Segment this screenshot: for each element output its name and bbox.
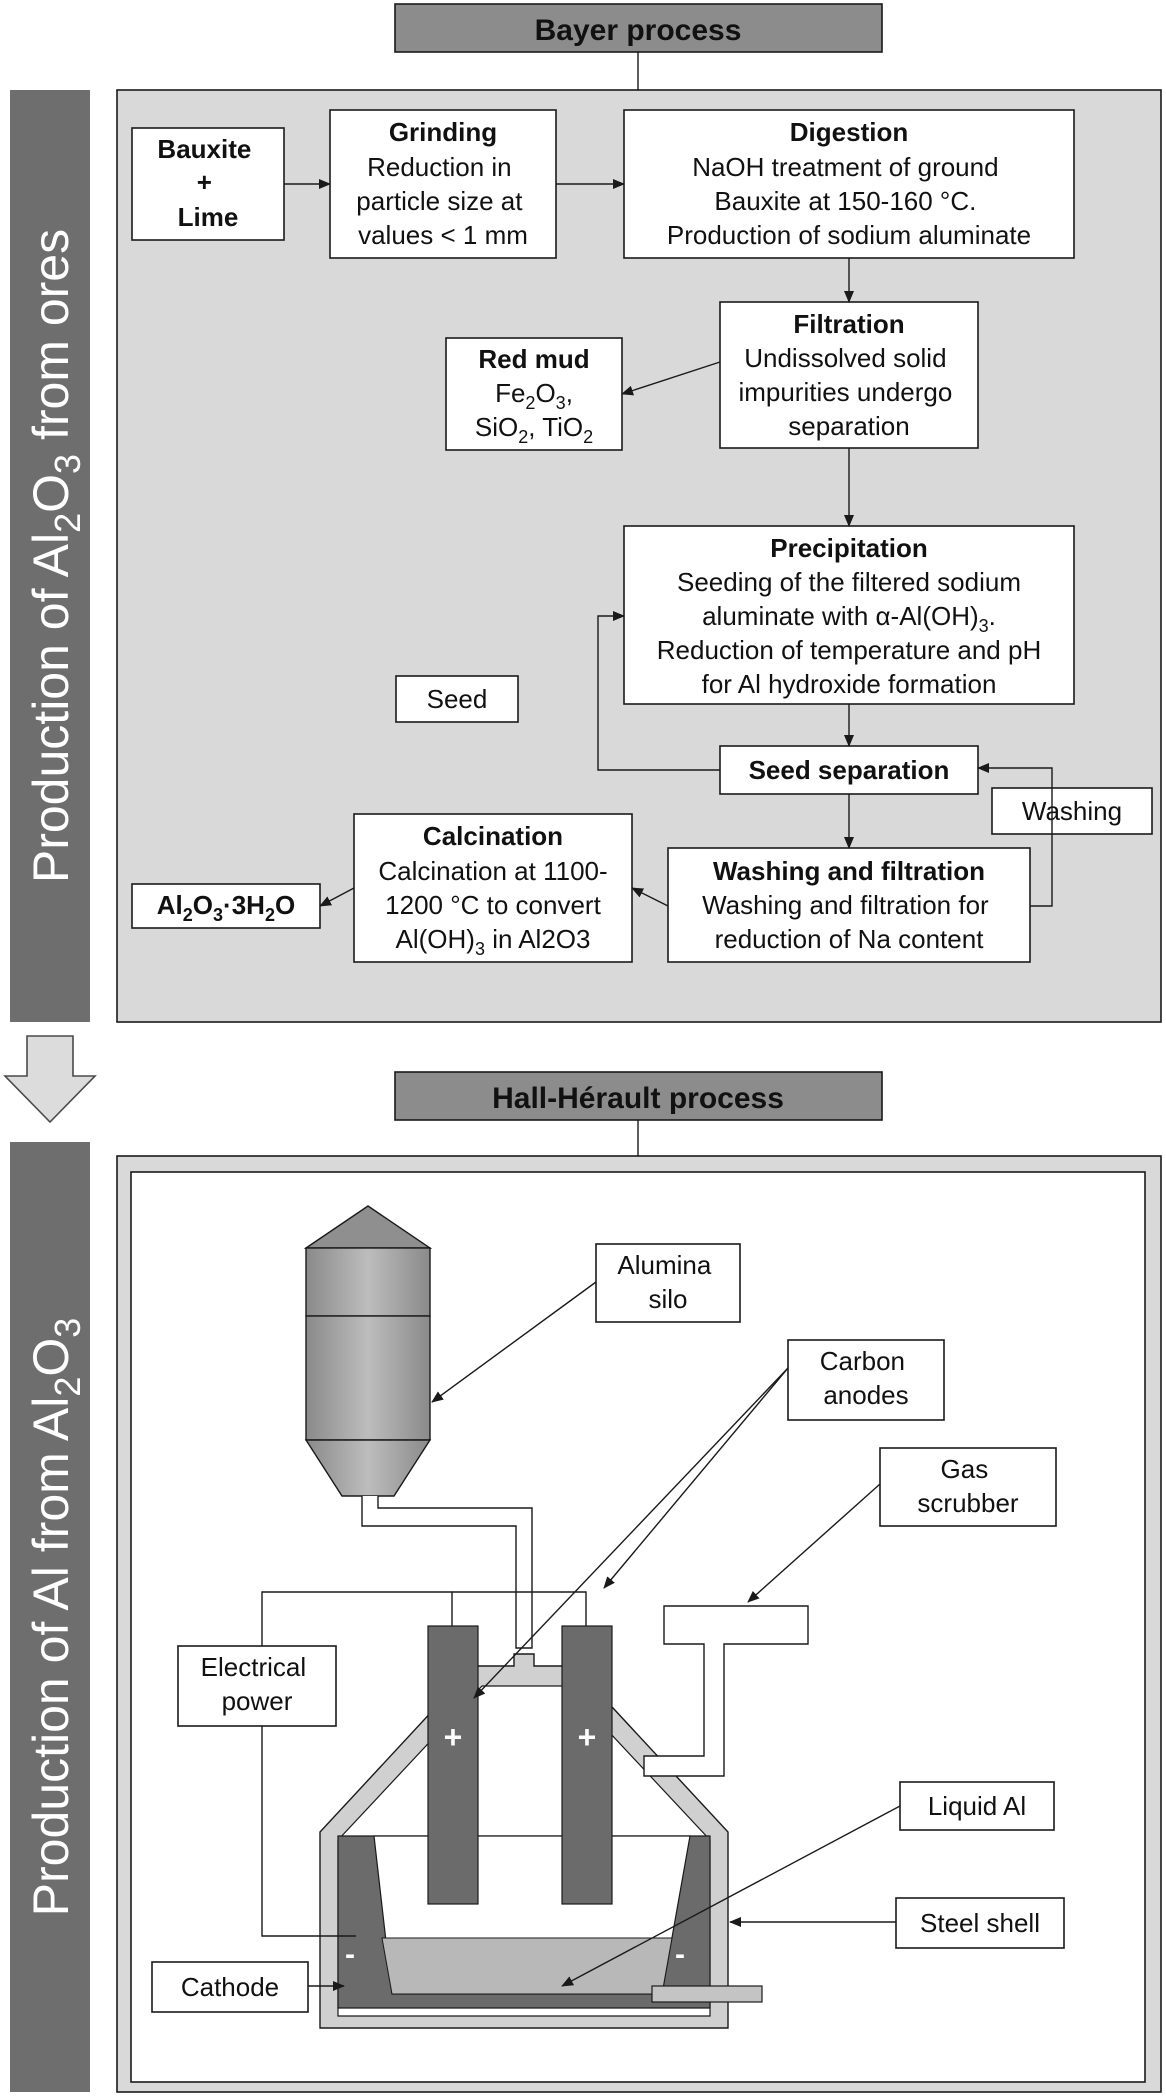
bayer-header-box bbox=[394, 3, 883, 53]
hall-header: Hall-Hérault process bbox=[492, 1082, 784, 1115]
filtration-text: Undissolved solid impurities undergo sep… bbox=[738, 343, 959, 441]
arrow-gas-scrubber bbox=[747, 1483, 881, 1603]
silo-hopper bbox=[304, 1439, 432, 1497]
arrow-carbon-anode-right bbox=[603, 1367, 789, 1589]
gas-scrubber-box bbox=[879, 1447, 1057, 1527]
calcination-text-1: Calcination at 1100- bbox=[378, 856, 607, 886]
electrical-power-box bbox=[177, 1645, 337, 1727]
seed-label: Seed bbox=[427, 684, 488, 714]
wire-top-right bbox=[452, 1591, 587, 1626]
arrow-carbon-anode-left bbox=[473, 1367, 789, 1699]
hall-side-label: Production of Al from Al2O3 bbox=[23, 1318, 88, 1917]
alumina-silo-box bbox=[595, 1243, 741, 1323]
red-mud-title: Red mud bbox=[478, 344, 589, 374]
red-mud-sio2-tio2: SiO2, TiO2 bbox=[475, 412, 593, 447]
precipitation-text-4: for Al hydroxide formation bbox=[702, 669, 997, 699]
silo-body-lower bbox=[305, 1315, 431, 1441]
anode-right bbox=[561, 1625, 613, 1905]
anode-right-sign: + bbox=[578, 1719, 597, 1755]
cathode-label: Cathode bbox=[181, 1972, 279, 2002]
bayer-header: Bayer process bbox=[535, 14, 742, 47]
washing-filtration-text: Washing and filtration for reduction of … bbox=[702, 890, 996, 954]
bauxite-lime-label: Bauxite + Lime bbox=[157, 134, 258, 232]
cathode-right-sign: - bbox=[675, 1938, 685, 1971]
washing-box bbox=[991, 787, 1153, 835]
silo-body-upper bbox=[305, 1247, 431, 1317]
filtration-box bbox=[719, 301, 979, 449]
bayer-side-bar bbox=[10, 90, 90, 1022]
alumina-silo-label: Alumina silo bbox=[617, 1250, 718, 1314]
steel-shell-label: Steel shell bbox=[920, 1908, 1040, 1938]
tap-pipe bbox=[651, 1985, 763, 2003]
washing-filtration-title: Washing and filtration bbox=[713, 856, 985, 886]
feed-pipe bbox=[361, 1496, 533, 1649]
cathode-left-sign: - bbox=[345, 1938, 355, 1971]
precipitation-text-2: aluminate with α-Al(OH)3. bbox=[702, 601, 996, 636]
precipitation-text-1: Seeding of the filtered sodium bbox=[677, 567, 1021, 597]
gas-duct bbox=[643, 1605, 809, 1777]
carbon-anodes-box bbox=[787, 1339, 945, 1421]
red-mud-box bbox=[445, 337, 623, 451]
electrical-power-label: Electrical power bbox=[201, 1652, 314, 1716]
grinding-title: Grinding bbox=[389, 117, 497, 147]
arrow-seed-recycle bbox=[597, 611, 720, 771]
liquid-al-label: Liquid Al bbox=[928, 1791, 1026, 1821]
arrow-liquid-al bbox=[561, 1805, 901, 1987]
seed-box bbox=[395, 675, 519, 723]
section-down-arrow bbox=[3, 1035, 97, 1124]
calcination-text-3: Al(OH)3 in Al2O3 bbox=[396, 924, 591, 959]
hall-header-box bbox=[394, 1071, 883, 1121]
filtration-title: Filtration bbox=[793, 309, 904, 339]
washing-label: Washing bbox=[1022, 796, 1122, 826]
digestion-box bbox=[623, 109, 1075, 259]
hall-side-bar bbox=[10, 1142, 90, 2092]
arrow-alumina-silo bbox=[431, 1281, 597, 1403]
grinding-box bbox=[329, 109, 557, 259]
precipitation-box bbox=[623, 525, 1075, 705]
red-mud-fe2o3: Fe2O3, bbox=[495, 378, 573, 413]
calcination-text-2: 1200 °C to convert bbox=[385, 890, 601, 920]
product-label: Al2O3·3H2O bbox=[157, 890, 295, 925]
precipitation-text-3: Reduction of temperature and pH bbox=[657, 635, 1041, 665]
carbon-anodes-label: Carbon anodes bbox=[820, 1346, 913, 1410]
digestion-text: NaOH treatment of ground Bauxite at 150-… bbox=[667, 152, 1031, 250]
arrow-washfilt-calcination bbox=[631, 887, 669, 907]
calcination-title: Calcination bbox=[423, 821, 563, 851]
washing-filtration-box bbox=[667, 847, 1031, 963]
bauxite-lime-box bbox=[131, 127, 285, 241]
steel-shell-box bbox=[895, 1897, 1065, 1949]
grinding-text: Reduction in particle size at values < 1… bbox=[356, 152, 529, 250]
cathode-box bbox=[151, 1961, 309, 2013]
liquid-al-bath bbox=[381, 1937, 673, 1995]
digestion-title: Digestion bbox=[790, 117, 908, 147]
wire-top bbox=[261, 1591, 453, 1937]
product-box bbox=[131, 883, 321, 929]
anode-left-sign: + bbox=[444, 1719, 463, 1755]
precipitation-title: Precipitation bbox=[770, 533, 927, 563]
anode-left bbox=[427, 1625, 479, 1905]
arrow-filtration-redmud bbox=[621, 361, 721, 396]
arrow-washing-loop bbox=[977, 763, 1053, 907]
arrow-calcination-product bbox=[319, 887, 355, 907]
bayer-side-label: Production of Al2O3 from ores bbox=[23, 229, 88, 883]
gas-scrubber-label: Gas scrubber bbox=[917, 1454, 1018, 1518]
seed-separation-label: Seed separation bbox=[749, 755, 950, 785]
